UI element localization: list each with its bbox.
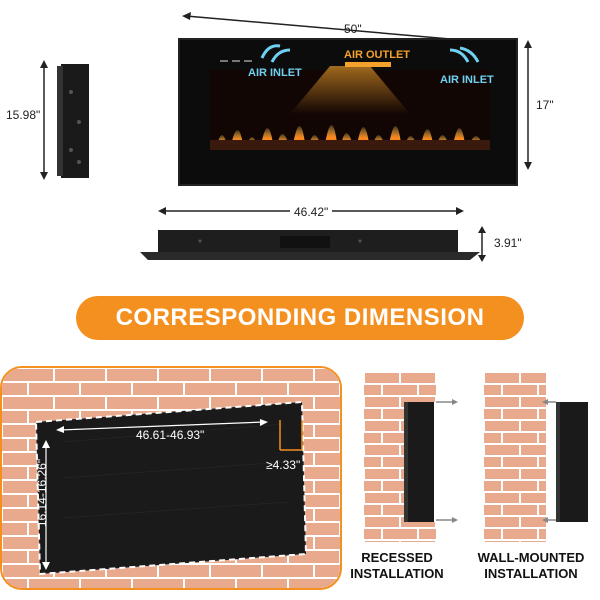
flame-display <box>210 60 490 150</box>
recessed-label-line1: RECESSED <box>361 550 433 565</box>
air-outlet-label: AIR OUTLET <box>344 49 410 61</box>
air-inlet-left-icon <box>260 44 291 63</box>
recessed-install-label: RECESSED INSTALLATION <box>332 550 462 582</box>
recess-height-label: 16.14-16.26" <box>35 458 49 528</box>
side-height-arrow <box>40 60 48 180</box>
depth-label: 3.91" <box>494 236 522 250</box>
recess-height-arrow <box>42 440 50 570</box>
width-label: 50" <box>344 22 362 36</box>
wall-mounted-install-diagram <box>484 372 588 542</box>
height-label: 17" <box>536 98 554 112</box>
recessed-label-line2: INSTALLATION <box>350 566 444 581</box>
fireplace-front <box>178 38 518 186</box>
recess-depth-label: ≥4.33" <box>266 458 301 472</box>
side-profile-drawing <box>57 64 89 178</box>
air-inlet-right-label: AIR INLET <box>440 74 494 86</box>
side-height-label: 15.98" <box>6 108 41 122</box>
recess-width-arrow <box>56 419 268 433</box>
recessed-install-diagram <box>364 372 458 542</box>
top-view-drawing <box>140 230 480 260</box>
wall-label-line1: WALL-MOUNTED <box>477 550 585 565</box>
inner-width-label: 46.42" <box>290 205 333 219</box>
wall-mounted-install-label: WALL-MOUNTED INSTALLATION <box>466 550 596 582</box>
air-inlet-left-label: AIR INLET <box>248 67 302 79</box>
air-inlet-right-icon <box>449 46 480 63</box>
recess-width-label: 46.61-46.93" <box>136 428 205 442</box>
section-banner: CORRESPONDING DIMENSION <box>76 296 524 340</box>
recess-wall-panel <box>0 366 342 590</box>
depth-arrow <box>478 226 486 262</box>
recess-depth-marker <box>279 420 303 451</box>
wall-label-line2: INSTALLATION <box>484 566 578 581</box>
height-arrow <box>524 40 532 170</box>
